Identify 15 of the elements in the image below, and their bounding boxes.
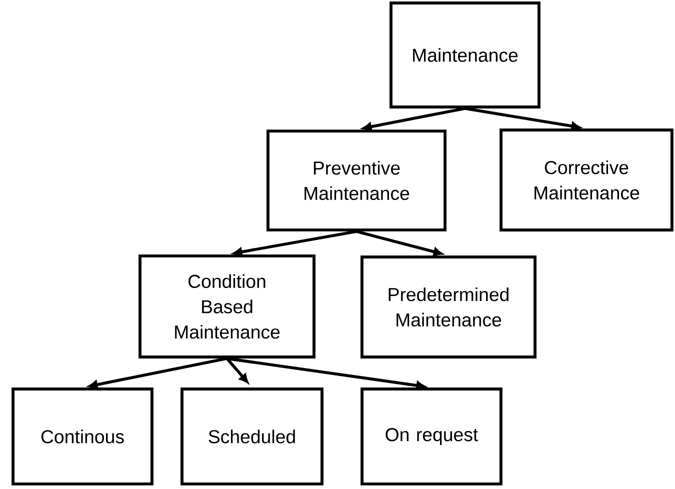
arrow [233,230,357,256]
arrow [88,357,228,389]
process-box: Corrective Maintenance [500,128,674,232]
process-box: Scheduled [180,388,324,486]
process-box: Continous [12,388,154,486]
arrow [464,107,580,130]
arrow [356,230,442,256]
process-box: Condition Based Maintenance [138,254,316,358]
process-box: On request [360,388,502,486]
process-box: Preventive Maintenance [266,130,446,232]
arrow [226,358,248,384]
arrow [226,357,426,390]
arrow [362,107,466,132]
process-box: Maintenance [390,2,540,108]
process-box: Predetermined Maintenance [360,256,536,358]
